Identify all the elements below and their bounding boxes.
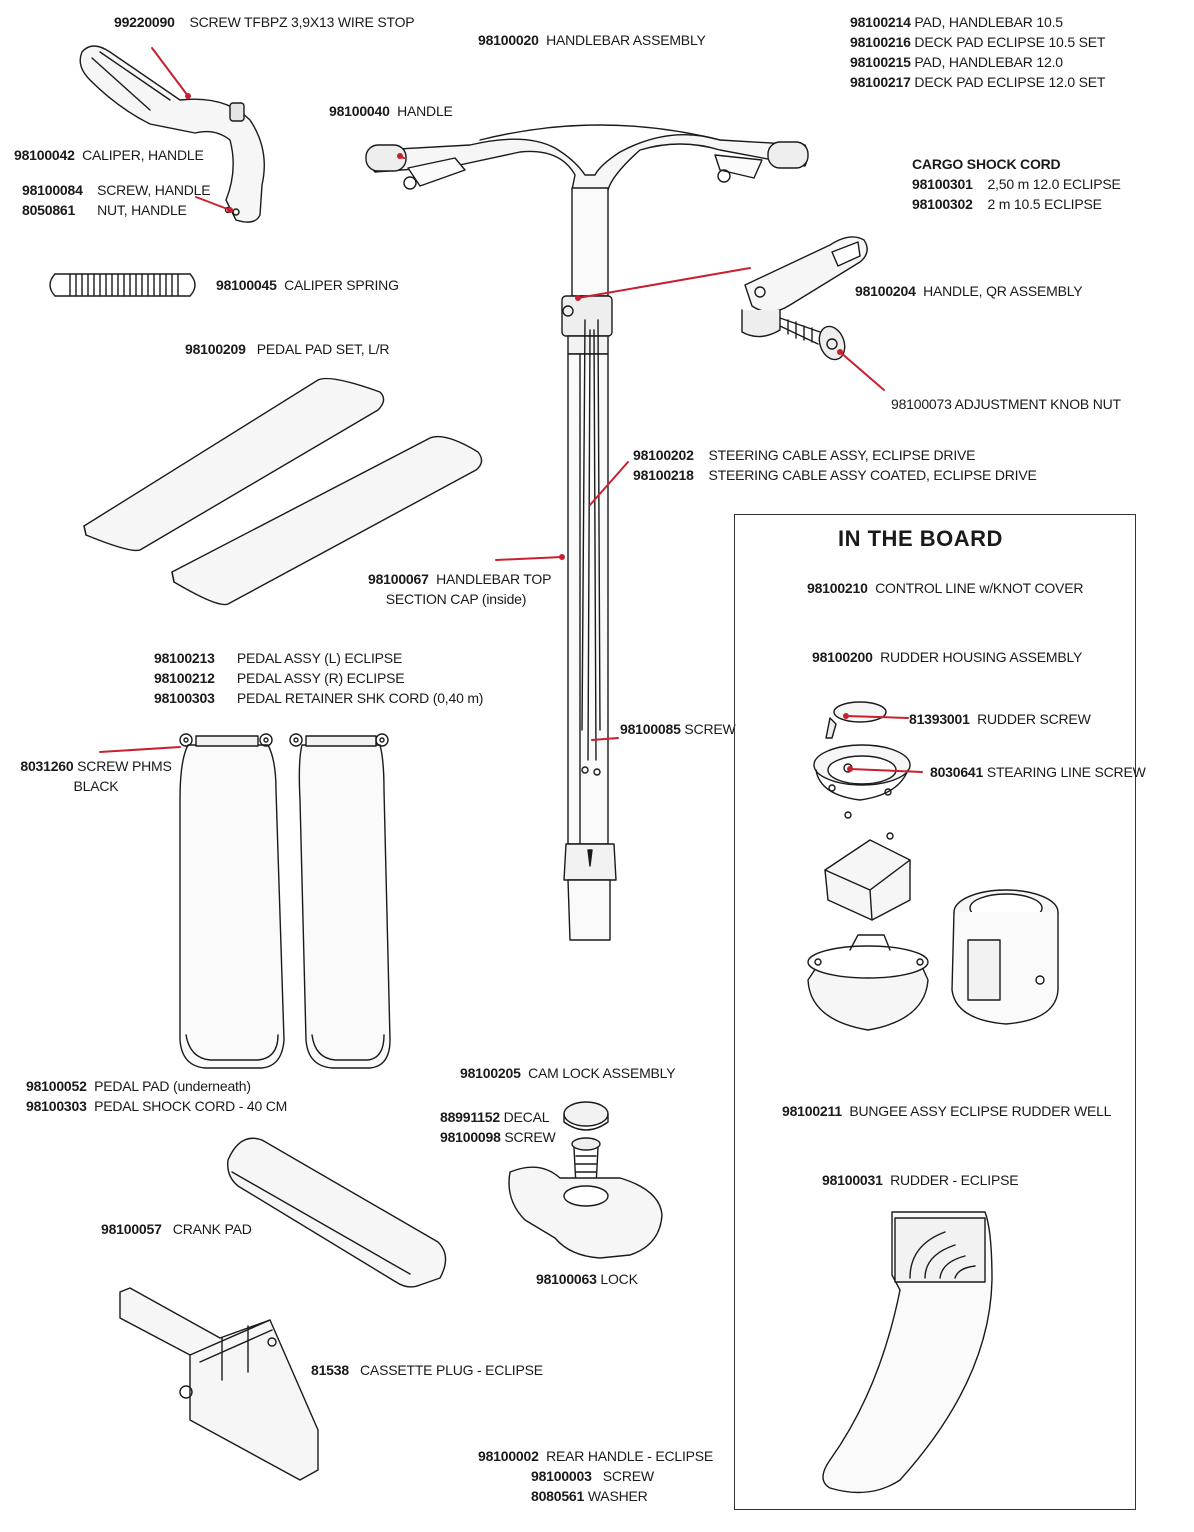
label-cam-lock: 98100205 CAM LOCK ASSEMBLY xyxy=(460,1065,676,1081)
rudder-drawing xyxy=(822,1211,993,1494)
crank-pad-drawing xyxy=(227,1137,447,1288)
pedal-pad-set-drawing xyxy=(83,377,483,606)
label-screw-nut-handle: 98100084 SCREW, HANDLE 8050861 NUT, HAND… xyxy=(22,182,211,218)
caliper-handle-drawing xyxy=(79,45,265,223)
label-handlebar-assembly: 98100020 HANDLEBAR ASSEMBLY xyxy=(478,32,706,48)
label-caliper-handle: 98100042 CALIPER, HANDLE xyxy=(14,147,204,163)
label-handle: 98100040 HANDLE xyxy=(329,103,453,119)
label-control-line: 98100210 CONTROL LINE w/KNOT COVER xyxy=(807,580,1084,596)
label-pedal-pad: 98100052 PEDAL PAD (underneath) 98100303… xyxy=(26,1078,288,1114)
label-cassette-plug: 81538 CASSETTE PLUG - ECLIPSE xyxy=(311,1362,543,1378)
label-cargo-shock-cord: CARGO SHOCK CORD 98100301 2,50 m 12.0 EC… xyxy=(912,156,1121,212)
pedal-right-drawing xyxy=(289,733,391,1069)
label-rudder-housing: 98100200 RUDDER HOUSING ASSEMBLY xyxy=(812,649,1083,665)
label-caliper-spring: 98100045 CALIPER SPRING xyxy=(216,277,399,293)
label-pedal-pad-set: 98100209 PEDAL PAD SET, L/R xyxy=(185,341,390,357)
in-the-board-title: IN THE BOARD xyxy=(838,526,1003,551)
label-steering-cable: 98100202 STEERING CABLE ASSY, ECLIPSE DR… xyxy=(633,447,1037,483)
label-bungee: 98100211 BUNGEE ASSY ECLIPSE RUDDER WELL xyxy=(782,1103,1112,1119)
label-rudder: 98100031 RUDDER - ECLIPSE xyxy=(822,1172,1019,1188)
label-decal-screw: 88991152 DECAL 98100098 SCREW xyxy=(440,1109,556,1145)
label-rudder-screw: 81393001 RUDDER SCREW xyxy=(909,711,1091,727)
cam-lock-drawing xyxy=(508,1101,663,1259)
caliper-spring-drawing xyxy=(49,273,196,297)
label-crank-pad: 98100057 CRANK PAD xyxy=(101,1221,252,1237)
label-pedal-assy: 98100213 PEDAL ASSY (L) ECLIPSE 98100212… xyxy=(154,650,484,706)
label-adjustment-knob: 98100073 ADJUSTMENT KNOB NUT xyxy=(891,396,1121,412)
label-stearing-line-screw: 8030641 STEARING LINE SCREW xyxy=(930,764,1146,780)
label-screw-phms: 8031260 SCREW PHMS BLACK xyxy=(20,758,172,794)
pedal-left-drawing xyxy=(179,733,285,1069)
handlebar-drawing xyxy=(365,124,809,941)
label-wire-stop: 99220090 SCREW TFBPZ 3,9X13 WIRE STOP xyxy=(114,14,415,30)
label-lock: 98100063 LOCK xyxy=(536,1271,638,1287)
qr-handle-drawing xyxy=(741,236,868,361)
label-rear-handle: 98100002 REAR HANDLE - ECLIPSE 98100003 … xyxy=(478,1448,714,1504)
label-pads: 98100214 PAD, HANDLEBAR 10.5 98100216 DE… xyxy=(850,14,1106,90)
label-qr-handle: 98100204 HANDLE, QR ASSEMBLY xyxy=(855,283,1083,299)
in-the-board-panel xyxy=(734,514,1136,1510)
rudder-housing-drawing xyxy=(807,701,1059,1031)
label-screw-85: 98100085 SCREW xyxy=(620,721,736,737)
label-top-cap: 98100067 HANDLEBAR TOP SECTION CAP (insi… xyxy=(368,571,552,607)
cassette-plug-drawing xyxy=(119,1287,319,1481)
